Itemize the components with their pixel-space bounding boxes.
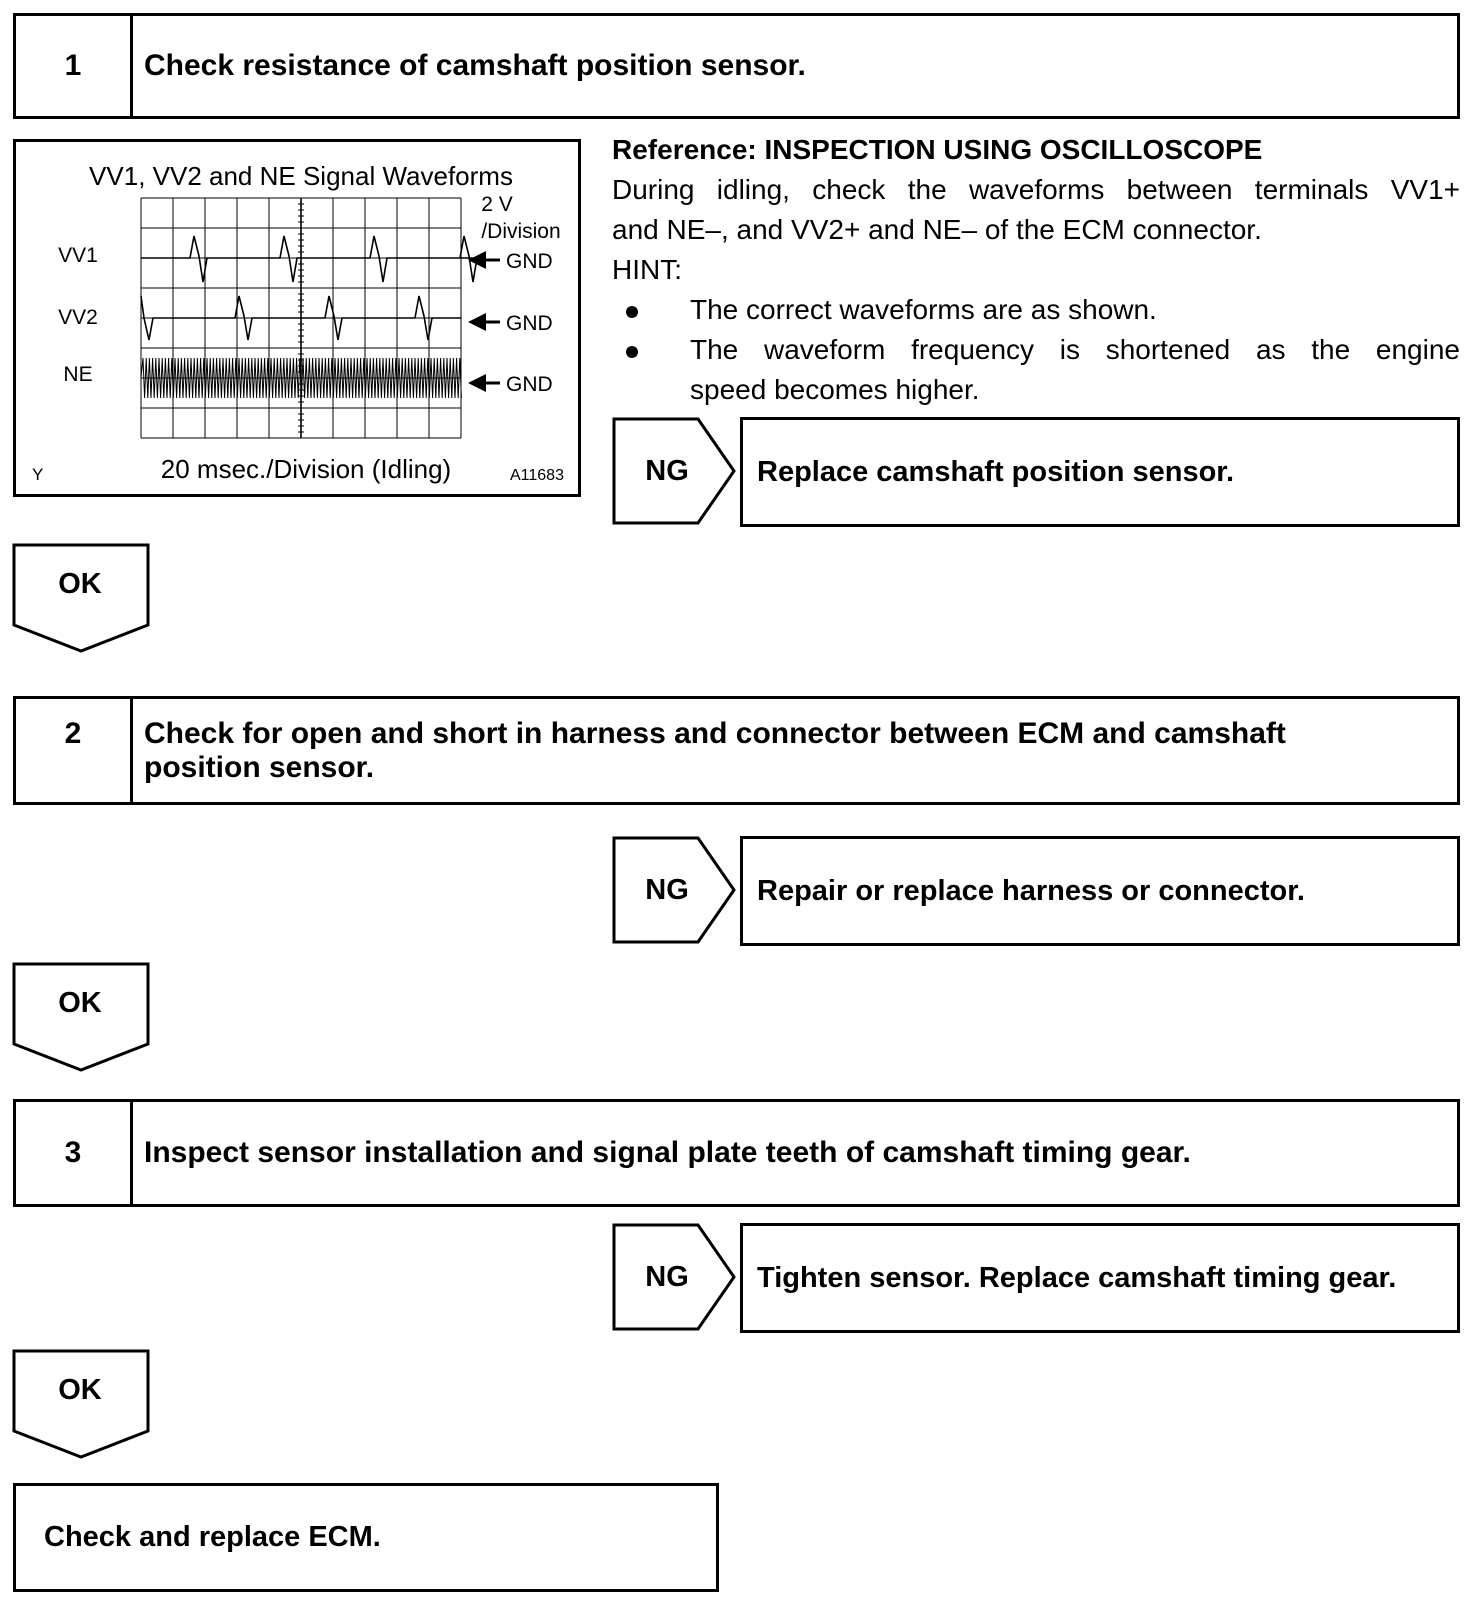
hint-bullet-2-line-1: The waveform frequency is shortened as t… — [690, 334, 1460, 365]
ng-label-2: NG — [645, 874, 689, 906]
reference-title: Reference: INSPECTION USING OSCILLOSCOPE — [612, 134, 1263, 165]
hint-bullet-2-line-2: speed becomes higher. — [690, 374, 980, 405]
bullet-dot-1 — [626, 306, 638, 318]
figure-code: A11683 — [510, 467, 564, 484]
ng-label-1: NG — [645, 455, 689, 487]
waveform-figure: VV1, VV2 and NE Signal Waveforms 2 V /Di… — [13, 139, 581, 497]
ok-label-2: OK — [58, 987, 102, 1019]
reference-line-2: and NE–, and VV2+ and NE– of the ECM con… — [612, 214, 1262, 245]
waveform-figure-svg: VV1, VV2 and NE Signal Waveforms 2 V /Di… — [32, 161, 564, 484]
ok-label-1: OK — [58, 568, 102, 600]
vv1-trace — [141, 235, 478, 283]
hint-bullet-1: The correct waveforms are as shown. — [690, 294, 1157, 325]
ng-arrow-3 — [612, 1223, 736, 1331]
time-scale-label: 20 msec./Division (Idling) — [161, 454, 451, 484]
gnd-arrow-vv2 — [468, 313, 500, 331]
bullet-dot-2 — [626, 346, 638, 358]
step-1-box: 1 Check resistance of camshaft position … — [13, 13, 1460, 119]
ok-label-3: OK — [58, 1374, 102, 1406]
scale-volts-unit: /Division — [481, 220, 560, 243]
ne-trace — [140, 357, 462, 399]
waveform-traces — [140, 235, 478, 399]
signal-label-vv2: VV2 — [58, 306, 98, 329]
final-action-box: Check and replace ECM. — [13, 1483, 719, 1592]
ng-action-3: Tighten sensor. Replace camshaft timing … — [740, 1223, 1460, 1333]
ng-arrow-1 — [612, 417, 736, 525]
ok-arrow-3 — [12, 1349, 150, 1459]
ng-arrow-2 — [612, 836, 736, 944]
step-3-box: 3 Inspect sensor installation and signal… — [13, 1099, 1460, 1207]
gnd-label-vv1: GND — [506, 250, 553, 273]
signal-label-vv1: VV1 — [58, 244, 98, 267]
step-2-box: 2 Check for open and short in harness an… — [13, 696, 1460, 805]
figure-title: VV1, VV2 and NE Signal Waveforms — [89, 161, 513, 191]
gnd-label-vv2: GND — [506, 312, 553, 335]
step-title: Check resistance of camshaft position se… — [144, 49, 806, 82]
signal-label-ne: NE — [63, 363, 92, 386]
gnd-label-ne: GND — [506, 373, 553, 396]
step-title-line-1: Check for open and short in harness and … — [144, 717, 1286, 750]
hint-label: HINT: — [612, 254, 682, 285]
step-number: 2 — [16, 699, 133, 802]
ng-action-1: Replace camshaft position sensor. — [740, 417, 1460, 527]
corner-letter: Y — [32, 465, 43, 484]
step-number: 3 — [16, 1102, 133, 1204]
step-title-line-2: position sensor. — [144, 751, 375, 784]
step-title: Check for open and short in harness and … — [144, 699, 1443, 802]
ok-arrow-1 — [12, 543, 150, 653]
gnd-arrow-vv1 — [468, 251, 500, 269]
gnd-arrow-ne — [468, 374, 500, 392]
step-number: 1 — [16, 16, 133, 116]
ng-action-2: Repair or replace harness or connector. — [740, 836, 1460, 946]
ok-arrow-2 — [12, 962, 150, 1072]
reference-line-1: During idling, check the waveforms betwe… — [612, 174, 1460, 205]
step-title: Inspect sensor installation and signal p… — [144, 1136, 1191, 1169]
ng-label-3: NG — [645, 1261, 689, 1293]
scale-volts: 2 V — [481, 193, 513, 216]
